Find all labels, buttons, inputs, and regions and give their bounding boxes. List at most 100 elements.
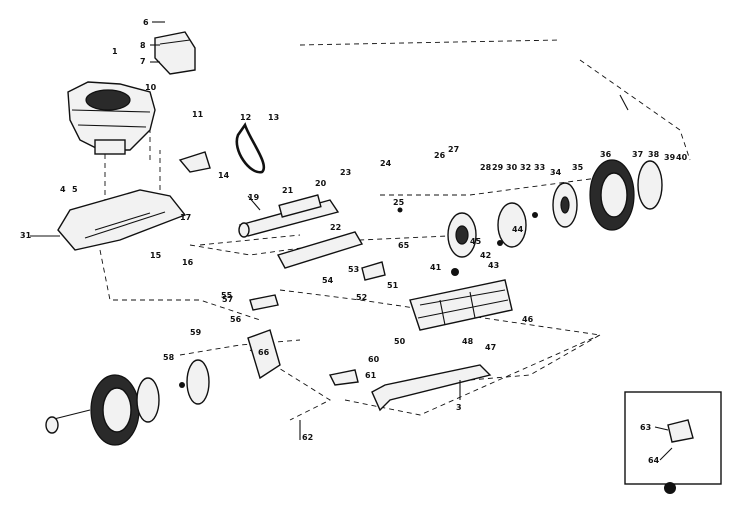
callout-number: 17 <box>180 213 191 222</box>
callout-number: 32 <box>520 163 531 172</box>
callout-number: 46 <box>522 315 534 324</box>
mower-deck <box>57 189 187 251</box>
left-side-plate <box>247 329 281 380</box>
callout-44: 44 <box>512 225 524 234</box>
callout-42: 42 <box>480 251 491 260</box>
callout-number: 60 <box>368 355 380 364</box>
callout-58: 58 <box>163 353 175 362</box>
callout-number: 47 <box>485 343 496 352</box>
callout-63: 63 <box>640 423 651 432</box>
callout-number: 62 <box>302 433 313 442</box>
engine <box>67 81 156 155</box>
callout-61: 61 <box>365 371 377 380</box>
callout-5: 5 <box>72 185 78 194</box>
callout-38: 38 <box>648 150 660 159</box>
callout-number: 24 <box>380 159 392 168</box>
callout-20: 20 <box>315 179 327 188</box>
callout-26: 26 <box>434 151 446 160</box>
callout-14: 14 <box>218 171 230 180</box>
front-roller <box>276 231 364 269</box>
callout-48: 48 <box>462 337 474 346</box>
idler-bracket <box>178 151 211 173</box>
callout-number: 28 <box>480 163 492 172</box>
callout-11: 11 <box>192 110 204 119</box>
callout-37: 37 <box>632 150 643 159</box>
callout-number: 38 <box>648 150 660 159</box>
callout-3: 3 <box>456 403 462 412</box>
callout-number: 13 <box>268 113 279 122</box>
callout-19: 19 <box>248 193 260 202</box>
callout-27: 27 <box>448 145 459 154</box>
leader-lines <box>30 21 673 461</box>
callout-number: 43 <box>488 261 499 270</box>
callout-number: 4 <box>60 185 66 194</box>
callout-number: 26 <box>434 151 446 160</box>
callout-25: 25 <box>393 198 405 207</box>
callout-51: 51 <box>387 281 399 290</box>
callout-30: 30 <box>506 163 518 172</box>
callout-number: 20 <box>315 179 327 188</box>
callout-number: 37 <box>632 150 643 159</box>
pinion-gear <box>552 182 578 228</box>
callout-22: 22 <box>330 223 341 232</box>
callout-number: 14 <box>218 171 230 180</box>
callout-number: 51 <box>387 281 399 290</box>
callout-number: 3 <box>456 403 462 412</box>
callout-16: 16 <box>182 258 194 267</box>
callout-number: 65 <box>398 241 410 250</box>
callout-66: 66 <box>258 348 270 357</box>
callout-number: 6 <box>143 18 149 27</box>
small-brackets <box>249 261 386 386</box>
callout-number: 52 <box>356 293 367 302</box>
callout-52: 52 <box>356 293 367 302</box>
callout-number: 50 <box>394 337 406 346</box>
callout-number: 34 <box>550 168 562 177</box>
callout-17: 17 <box>180 213 191 222</box>
reel-assembly <box>409 279 513 331</box>
callout-number: 54 <box>322 276 334 285</box>
handle-bracket <box>371 364 492 412</box>
callout-number: 22 <box>330 223 341 232</box>
fastener-dots <box>179 207 538 388</box>
callout-number: 12 <box>240 113 251 122</box>
callout-15: 15 <box>150 251 162 260</box>
callout-number: 44 <box>512 225 524 234</box>
callout-6: 6 <box>143 18 149 27</box>
gear-cover <box>497 202 527 248</box>
callout-65: 65 <box>398 241 410 250</box>
callout-8: 8 <box>140 41 146 50</box>
callout-number: 42 <box>480 251 491 260</box>
callout-number: 64 <box>648 456 660 465</box>
callout-number: 53 <box>348 265 359 274</box>
callout-23: 23 <box>340 168 351 177</box>
callout-number: 8 <box>140 41 146 50</box>
drive-gear <box>447 212 477 258</box>
callout-41: 41 <box>430 263 442 272</box>
callout-number: 21 <box>282 186 294 195</box>
callout-45: 45 <box>470 237 482 246</box>
callout-number: 58 <box>163 353 175 362</box>
callout-57: 57 <box>222 295 233 304</box>
callout-39: 39 <box>664 153 676 162</box>
rear-roller-assembly <box>238 194 340 238</box>
callout-number: 41 <box>430 263 442 272</box>
callout-24: 24 <box>380 159 392 168</box>
callout-number: 45 <box>470 237 482 246</box>
callout-number: 55 <box>221 291 233 300</box>
callout-33: 33 <box>534 163 545 172</box>
callout-34: 34 <box>550 168 562 177</box>
callout-number: 11 <box>192 110 204 119</box>
callout-number: 10 <box>145 83 157 92</box>
callout-number: 7 <box>140 57 146 66</box>
callout-59: 59 <box>190 328 202 337</box>
callout-number: 16 <box>182 258 194 267</box>
callout-28: 28 <box>480 163 492 172</box>
callout-13: 13 <box>268 113 279 122</box>
hub-cap-right <box>637 160 663 210</box>
callout-31: 31 <box>20 231 32 240</box>
callout-number: 48 <box>462 337 474 346</box>
callout-29: 29 <box>492 163 504 172</box>
callout-47: 47 <box>485 343 496 352</box>
callout-number: 19 <box>248 193 260 202</box>
